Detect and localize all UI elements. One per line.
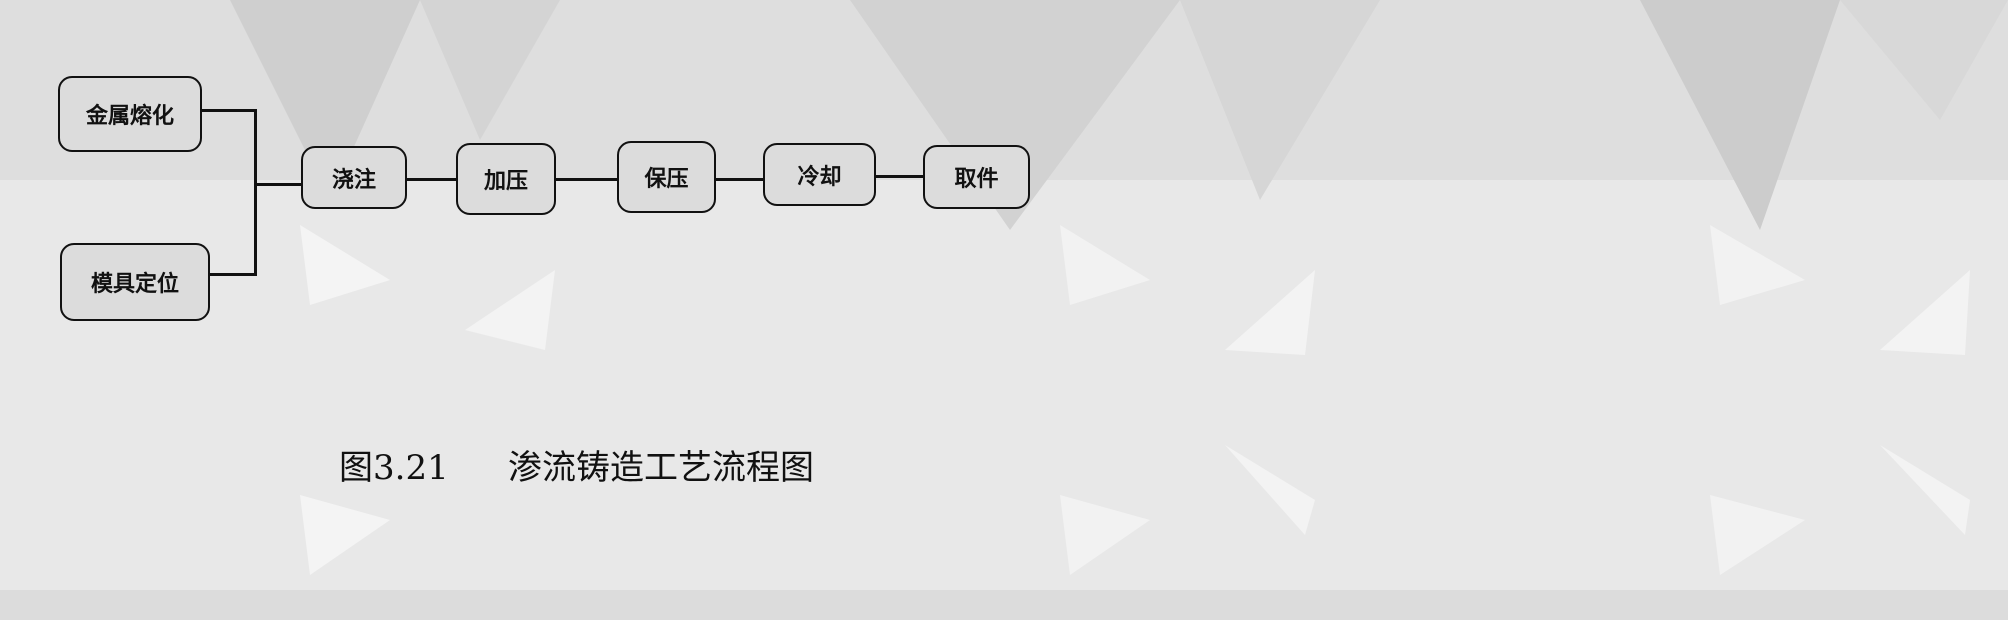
connector-line xyxy=(716,178,763,181)
connector-line xyxy=(210,273,257,276)
box-holding-pressure: 保压 xyxy=(617,141,716,213)
box-metal-melting: 金属熔化 xyxy=(58,76,202,152)
figure-title: 渗流铸造工艺流程图 xyxy=(508,448,814,488)
connector-line xyxy=(202,109,257,112)
connector-line xyxy=(254,109,257,276)
box-pressurizing: 加压 xyxy=(456,143,556,215)
box-take-out: 取件 xyxy=(923,145,1030,209)
figure-number: 图3.21 xyxy=(339,448,449,488)
connector-line xyxy=(407,178,456,181)
connector-line xyxy=(254,183,301,186)
connector-line xyxy=(556,178,617,181)
box-cooling: 冷却 xyxy=(763,143,876,206)
box-mold-positioning: 模具定位 xyxy=(60,243,210,321)
connector-line xyxy=(876,175,923,178)
box-pouring: 浇注 xyxy=(301,146,407,209)
